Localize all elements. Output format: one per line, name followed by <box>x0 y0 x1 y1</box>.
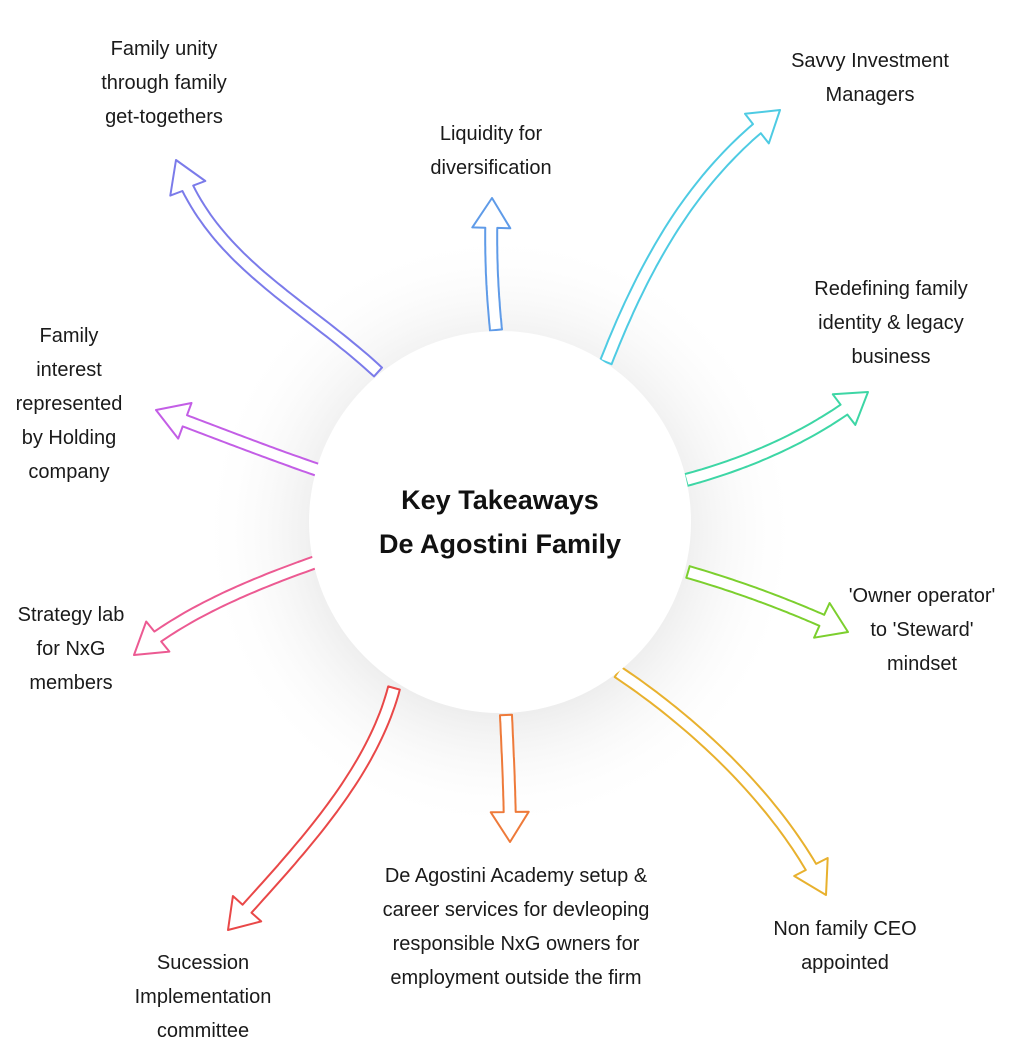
takeaway-line: employment outside the firm <box>390 967 642 989</box>
takeaway-line: De Agostini Academy setup & <box>384 865 648 887</box>
takeaway-label-strategy-lab: Strategy lab for NxG members <box>0 598 142 700</box>
takeaway-line: Family <box>39 325 99 347</box>
arrow-liquidity <box>471 197 512 332</box>
takeaway-line: interest <box>36 359 102 381</box>
takeaway-line: by Holding <box>21 427 117 449</box>
takeaway-line: Non family CEO <box>773 918 917 940</box>
takeaway-line: mindset <box>886 653 958 675</box>
takeaway-line: identity & legacy <box>818 312 964 334</box>
takeaway-line: for NxG <box>36 638 106 660</box>
arrow-academy <box>489 713 530 843</box>
takeaway-line: Implementation <box>134 986 272 1008</box>
arrow-investment-managers <box>599 109 781 366</box>
takeaway-line: get-togethers <box>105 106 223 128</box>
takeaway-line: to 'Steward' <box>870 619 974 641</box>
arrow-non-family-ceo <box>613 666 829 896</box>
center-title-line-2: De Agostini Family <box>378 529 622 559</box>
center-circle <box>309 331 691 713</box>
center-title: Key Takeaways De Agostini Family <box>310 478 690 566</box>
arrow-steward-mindset <box>685 565 849 639</box>
takeaway-line: members <box>29 672 113 694</box>
arrows-layer <box>133 109 869 931</box>
takeaway-line: Strategy lab <box>17 604 125 626</box>
takeaway-line: Sucession <box>156 952 250 974</box>
takeaway-line: responsible NxG owners for <box>392 933 640 955</box>
arrow-family-unity <box>169 159 383 378</box>
takeaway-line: company <box>28 461 110 483</box>
takeaway-line: business <box>851 346 931 368</box>
takeaway-line: 'Owner operator' <box>848 585 996 607</box>
takeaway-line: career services for devleoping <box>382 899 650 921</box>
takeaway-line: diversification <box>430 157 552 179</box>
takeaway-line: Liquidity for <box>439 123 543 145</box>
takeaway-line: Savvy Investment <box>791 50 949 72</box>
takeaway-label-non-family-ceo: Non family CEO appointed <box>745 912 945 980</box>
arrow-succession <box>227 685 401 931</box>
takeaway-label-family-unity: Family unity through family get-together… <box>74 32 254 134</box>
arrow-strategy-lab <box>133 555 319 656</box>
center-title-line-1: Key Takeaways <box>401 485 599 515</box>
takeaway-line: Family unity <box>110 38 218 60</box>
takeaway-label-holding-company: Family interest represented by Holding c… <box>0 319 138 489</box>
takeaway-label-family-identity: Redefining family identity & legacy busi… <box>781 272 1001 374</box>
takeaway-label-liquidity: Liquidity for diversification <box>401 117 581 185</box>
takeaway-line: through family <box>101 72 227 94</box>
takeaway-line: committee <box>156 1020 250 1042</box>
takeaway-label-succession: Sucession Implementation committee <box>113 946 293 1048</box>
takeaway-line: appointed <box>801 952 889 974</box>
takeaway-label-academy: De Agostini Academy setup & career servi… <box>346 859 686 995</box>
takeaway-line: represented <box>15 393 123 415</box>
takeaway-label-investment-managers: Savvy Investment Managers <box>760 44 980 112</box>
takeaway-line: Redefining family <box>814 278 968 300</box>
arrow-holding-company <box>155 402 321 477</box>
takeaway-label-steward-mindset: 'Owner operator' to 'Steward' mindset <box>827 579 1017 681</box>
takeaway-line: Managers <box>825 84 915 106</box>
arrow-family-identity <box>683 391 869 487</box>
